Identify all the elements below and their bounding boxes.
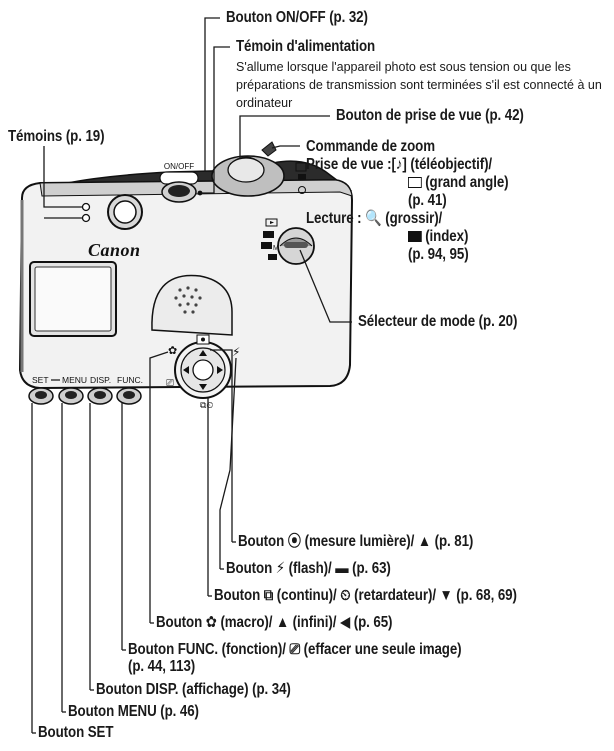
disp-button[interactable] — [87, 387, 113, 405]
flash-mark-icon: ⚡ — [232, 345, 240, 359]
label-mode-dial: Sélecteur de mode (p. 20) — [358, 313, 518, 330]
mode-dial[interactable] — [277, 227, 315, 265]
label-power-lamp-description: S'allume lorsque l'appareil photo est so… — [236, 60, 602, 110]
leader-flash — [219, 357, 237, 569]
on-off-button[interactable] — [159, 171, 199, 203]
set-button[interactable] — [28, 387, 54, 405]
indicator-lamps-icon — [81, 202, 91, 223]
label-metering-button: Bouton ⦿ (mesure lumière)/ ▲ (p. 81) — [238, 533, 474, 550]
leader-lines — [31, 17, 352, 733]
label-indicators: Témoins (p. 19) — [8, 128, 105, 145]
label-disp-button: Bouton DISP. (affichage) (p. 34) — [96, 681, 291, 698]
label-zoom-page: (p. 41) — [408, 192, 447, 209]
leader-power-lamp — [202, 46, 230, 194]
zoom-lever[interactable] — [261, 141, 277, 157]
label-power-lamp: Témoin d'alimentation — [236, 38, 376, 55]
on-off-mark: ON/OFF — [164, 162, 194, 171]
timer-mark-icon: ⧉⏲ — [200, 401, 213, 411]
label-zoom-title: Commande de zoom — [306, 138, 435, 155]
label-shutter-button: Bouton de prise de vue (p. 42) — [336, 107, 524, 124]
shutter-button[interactable] — [211, 155, 285, 197]
label-macro-button: Bouton ✿ (macro)/ ▲ (infini)/ ◀ (p. 65) — [156, 614, 393, 631]
wide-angle-icon — [408, 177, 422, 189]
speaker-grille — [151, 274, 233, 336]
leader-on-off — [204, 17, 220, 172]
label-func-button-page: (p. 44, 113) — [128, 658, 196, 675]
set-button-label: SET — [32, 375, 49, 385]
leader-shutter — [239, 115, 330, 158]
leader-zoom — [271, 145, 300, 149]
menu-button-label: MENU — [62, 375, 87, 385]
menu-button[interactable] — [58, 387, 84, 405]
brand-logo: Canon — [88, 240, 141, 260]
leader-mode-dial — [299, 249, 352, 323]
disp-button-label: DISP. — [90, 375, 111, 385]
macro-mark-icon: ✿ — [168, 344, 177, 357]
label-func-button: Bouton FUNC. (fonction)/ ⎚ (effacer une … — [128, 641, 462, 658]
zoom-marks-icon — [295, 162, 307, 194]
four-way-controller[interactable] — [174, 341, 232, 399]
label-zoom-wide: (grand angle) — [408, 174, 509, 192]
label-menu-button: Bouton MENU (p. 46) — [68, 703, 199, 720]
bottom-button-labels: SET MENU DISP. FUNC. — [32, 375, 143, 385]
leader-indicators — [43, 146, 82, 208]
label-zoom-index: (index) — [408, 228, 468, 246]
mode-icons: M — [261, 218, 279, 260]
func-button-label: FUNC. — [117, 375, 143, 385]
index-icon — [408, 231, 422, 243]
label-on-off-button: Bouton ON/OFF (p. 32) — [226, 9, 368, 26]
svg-text:M: M — [273, 245, 279, 252]
leader-macro — [149, 351, 169, 623]
label-zoom-playback-page: (p. 94, 95) — [408, 246, 469, 263]
power-lamp-icon — [197, 190, 203, 196]
label-continuous-button: Bouton ⧉ (continu)/ ⏲ (retardateur)/ ▼ (… — [214, 587, 517, 604]
lcd-screen — [29, 261, 117, 337]
viewfinder-icon — [107, 194, 143, 230]
delete-mark-icon: ⎚ — [166, 378, 174, 389]
func-button[interactable] — [116, 387, 142, 405]
metering-mark-icon — [196, 334, 210, 345]
label-flash-button: Bouton ⚡ (flash)/ ▬ (p. 63) — [226, 560, 391, 577]
label-set-button: Bouton SET — [38, 724, 114, 741]
label-zoom-playback: Lecture : 🔍 (grossir)/ — [306, 210, 443, 227]
leader-metering — [210, 349, 233, 542]
label-zoom-shooting: Prise de vue :[♪] (téléobjectif)/ — [306, 156, 493, 173]
